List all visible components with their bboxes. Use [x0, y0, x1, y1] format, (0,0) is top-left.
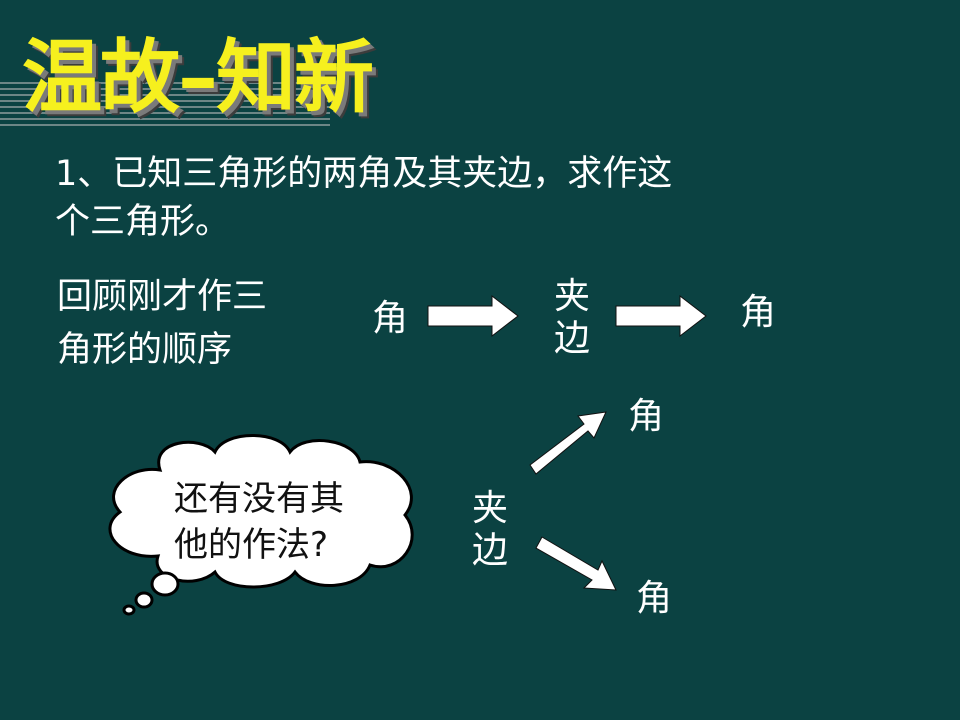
thought-dot-medium: [134, 591, 154, 609]
alt-angle-lower: 角: [636, 578, 673, 619]
question-line-1: 1、已知三角形的两角及其夹边，求作这: [55, 154, 673, 194]
right-arrow-icon: [615, 294, 707, 338]
alt-included-side: 夹边: [471, 488, 508, 571]
thought-dot-small: [122, 604, 136, 616]
review-line-2: 角形的顺序: [57, 330, 233, 370]
bubble-line-2: 他的作法?: [174, 525, 329, 565]
thought-cloud-shape: [108, 434, 414, 589]
alt-angle-upper: 角: [628, 396, 665, 437]
title-shadow-stripes: [0, 82, 330, 130]
right-arrow-icon: [427, 294, 519, 338]
question-line-2: 个三角形。: [55, 202, 231, 242]
bubble-line-1: 还有没有其: [174, 479, 344, 519]
sequence-angle-first: 角: [372, 298, 409, 339]
sequence-angle-last: 角: [740, 292, 777, 333]
review-line-1: 回顾刚才作三: [57, 277, 268, 317]
slide-title: 温故–知新: [22, 31, 374, 124]
thought-dot-large: [150, 571, 180, 597]
down-right-arrow-icon: [535, 536, 617, 591]
up-right-arrow-icon: [529, 411, 607, 475]
sequence-included-side: 夹边: [553, 276, 590, 359]
